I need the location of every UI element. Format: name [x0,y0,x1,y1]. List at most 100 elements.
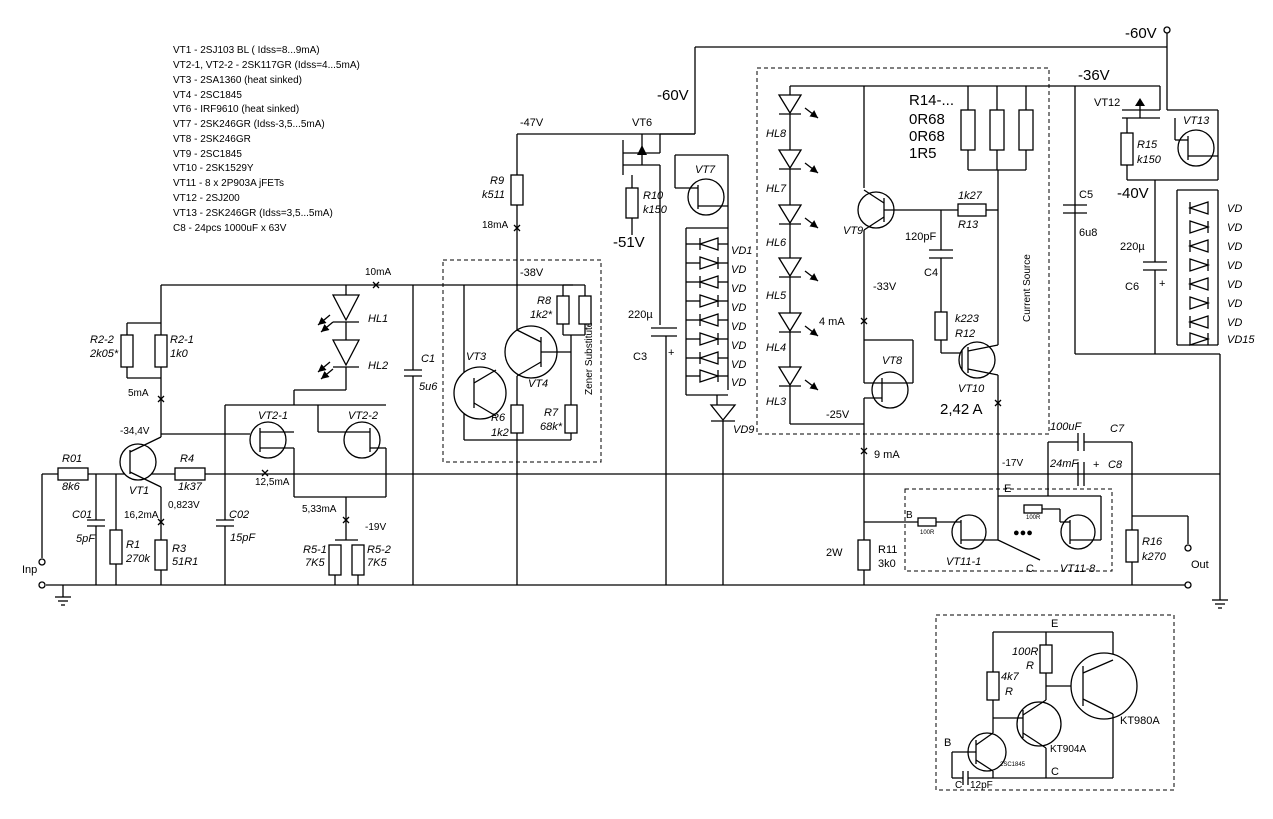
r9-top-voltage: -47V [520,117,544,129]
r14-value-3: 1R5 [909,145,937,162]
r7-value: 68k* [540,421,563,433]
vt1-current: 16,2mA [124,510,159,521]
parts-list-line: C8 - 24pcs 1000uF x 63V [173,223,287,234]
c02-value: 15pF [230,532,256,544]
c1-value: 5u6 [419,381,438,393]
parts-list-line: VT9 - 2SC1845 [173,149,242,160]
r5-voltage: -19V [365,522,386,533]
vd-string [686,237,728,383]
inset-r-left-value: 4k7 [1001,671,1020,683]
vt2-2-transistor [343,421,381,459]
vd-label: VD [1227,241,1242,253]
parts-list-line: VT11 - 8 x 2P903A jFETs [173,178,284,189]
vt12-arrow-icon [1135,98,1145,106]
hl1-label: HL1 [368,313,388,325]
input-ground-terminal [38,581,46,589]
r8-label: R8 [537,295,552,307]
r3-resistor [154,539,168,571]
r14-resistor [960,109,976,151]
inset-b-label: B [944,737,951,749]
parts-list-line: VT6 - IRF9610 (heat sinked) [173,104,299,115]
r4-resistor [174,467,206,481]
r11-power: 2W [826,547,843,559]
r16-value: k270 [1142,551,1167,563]
r2-2-label: R2-2 [90,334,114,346]
inset-cap-value: 12pF [970,780,993,791]
r4-label: R4 [180,453,194,465]
r15-resistor [1120,132,1134,166]
vt2-1-label: VT2-1 [258,410,288,422]
c6-polarity: + [1159,278,1165,290]
r11-label: R11 [878,544,897,556]
hl3-label: HL3 [766,396,787,408]
inset-r-top [1039,644,1053,674]
vt6-out-voltage: -60V [657,87,689,104]
vt11-e-label: E [1004,483,1011,495]
rails [42,26,1221,600]
r3-label: R3 [172,543,187,555]
r8-value: 1k2* [530,309,553,321]
parts-list-line: VT10 - 2SK1529Y [173,163,254,174]
test-points [157,224,1002,526]
r12-label: R12 [955,328,975,340]
vt12-top-voltage: -36V [1078,67,1110,84]
hl2-label: HL2 [368,360,388,372]
vt11-8-gate-resistor [1023,504,1043,514]
output-label: Out [1191,559,1209,571]
c8-value: 24mF [1049,458,1079,470]
r12-resistor [934,311,948,341]
r16-label: R16 [1142,536,1163,548]
zener-substitute-box [442,259,602,463]
vt11-1-label: VT11-1 [946,556,981,568]
vt11-8-transistor [1060,514,1096,550]
vt13-label: VT13 [1183,115,1210,127]
vt8-node-voltage: -25V [826,409,850,421]
ground-right [1212,599,1228,609]
parts-list-line: VT7 - 2SK246GR (Idss-3,5...5mA) [173,119,325,130]
c8-label: C8 [1108,459,1123,471]
r5-2-resistor [351,544,365,576]
vd9-label: VD9 [733,424,754,436]
r10-resistor [625,187,639,219]
r100-label: 100R [920,530,935,536]
inset-kt904a [1016,701,1062,747]
r15-value: k150 [1137,154,1162,166]
parts-list-line: VT1 - 2SJ103 BL ( Idss=8...9mA) [173,45,320,56]
inset-r-left [986,671,1000,701]
vt1-gate-voltage: -34,4V [120,426,150,437]
r2-1-label: R2-1 [170,334,194,346]
vt10-current: 2,42 A [940,401,983,418]
vd15-label: VD15 [1227,334,1255,346]
inset-cap-label: C [955,780,962,791]
c01-label: C01 [72,509,92,521]
vd15-string [1187,201,1211,346]
r13-resistor [957,203,987,217]
r5-1-value: 7K5 [305,557,325,569]
r10-label: R10 [643,190,664,202]
supply-terminal [1163,26,1171,34]
hl7-label: HL7 [766,183,787,195]
zener-substitute-label: Zener Substitute [584,321,595,395]
c02-label: C02 [229,509,249,521]
r9-value: k511 [482,189,505,201]
vt2-current: 12,5mA [255,477,290,488]
vt6-arrow-icon [637,145,647,155]
r14-resistor [1018,109,1034,151]
c8-polarity: + [1093,459,1099,471]
r7-resistor [564,404,578,434]
c4-label: C4 [924,267,938,279]
c3-value: 220µ [628,309,653,321]
r14-value-1: 0R68 [909,111,945,128]
r10-value: k150 [643,204,668,216]
ground-left [55,585,71,606]
hl5-label: HL5 [766,290,787,302]
c01-value: 5pF [76,533,96,545]
parts-list-line: VT12 - 2SJ200 [173,193,240,204]
vd-label: VD [1227,222,1242,234]
c5-value: 6u8 [1079,227,1097,239]
c3-polarity: + [668,347,674,359]
r9-resistor [510,174,524,206]
parts-list-line: VT2-1, VT2-2 - 2SK117GR (Idss=4...5mA) [173,60,360,71]
r14-value-2: 0R68 [909,128,945,145]
